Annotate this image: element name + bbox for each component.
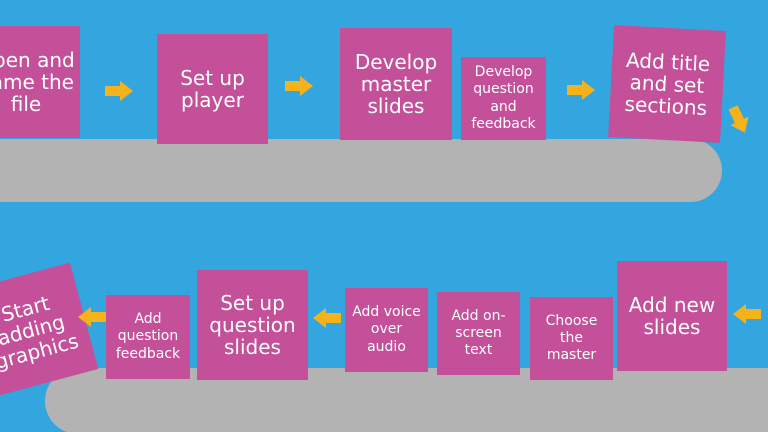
step-open-and-name-the-file: Open and name the file bbox=[0, 26, 80, 138]
step-add-new-slides: Add new slides bbox=[617, 261, 727, 371]
arrow-left-icon bbox=[313, 308, 341, 328]
top-conveyor-belt bbox=[0, 139, 722, 202]
step-add-title-and-set-sections: Add title and set sections bbox=[608, 25, 726, 143]
step-develop-question-and-feedback: Develop question and feedback bbox=[461, 57, 546, 140]
step-set-up-question-slides: Set up question slides bbox=[197, 270, 308, 380]
step-choose-the-master: Choose the master bbox=[530, 297, 613, 380]
step-add-voice-over-audio: Add voice over audio bbox=[345, 288, 428, 372]
step-set-up-player: Set up player bbox=[157, 34, 268, 144]
arrow-right-icon bbox=[567, 80, 595, 100]
arrow-down-icon bbox=[724, 103, 754, 137]
step-add-question-feedback: Add question feedback bbox=[106, 295, 190, 379]
arrow-left-icon bbox=[733, 304, 761, 324]
arrow-right-icon bbox=[285, 76, 313, 96]
step-develop-master-slides: Develop master slides bbox=[340, 28, 452, 140]
step-add-on-screen-text: Add on- screen text bbox=[437, 292, 520, 375]
arrow-right-icon bbox=[105, 81, 133, 101]
arrow-left-icon bbox=[78, 307, 106, 327]
